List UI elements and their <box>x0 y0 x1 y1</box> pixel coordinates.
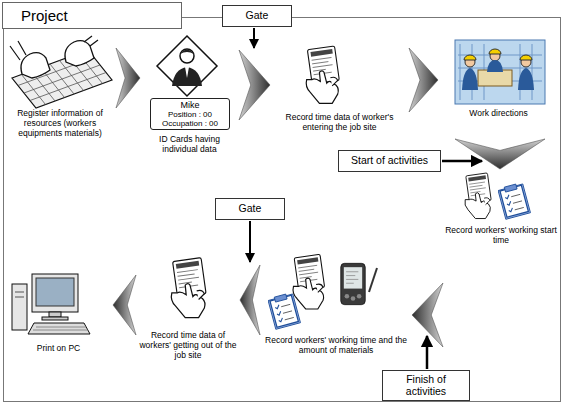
pointer-arrow <box>253 28 255 48</box>
card-field: Position : 00 <box>168 110 212 119</box>
step-caption: ID Cards having individual data <box>142 134 237 154</box>
label-box: Start of activities <box>338 150 441 172</box>
step-caption: Record time data of workers' getting out… <box>138 330 238 361</box>
process-step: Work directions <box>440 38 557 138</box>
box-label: Gate <box>246 10 269 22</box>
process-step: Record workers' working start time <box>445 170 557 252</box>
work-directions-picture <box>455 40 545 104</box>
process-step: Record time data of worker's entering th… <box>272 40 407 148</box>
flow-arrow <box>409 48 438 112</box>
step-caption: Record time data of worker's entering th… <box>272 112 407 132</box>
stylus <box>369 268 377 292</box>
frame-heading: Project <box>2 2 182 29</box>
process-step: Record time data of workers' getting out… <box>138 250 238 365</box>
pda-icon <box>341 263 365 304</box>
flow-arrow <box>240 265 260 335</box>
box-label: Start of activities <box>351 155 428 167</box>
label-box: Gate <box>215 198 285 220</box>
pc-icon <box>12 274 90 334</box>
step-caption: Record workers' working start time <box>445 225 557 245</box>
id-card-hand-icon <box>306 46 339 103</box>
card-field: Occupation : 00 <box>162 119 218 128</box>
flow-arrow <box>455 139 545 169</box>
process-step: ID Cards having individual data MikePosit… <box>142 38 237 158</box>
process-step: Register information of resources (worke… <box>6 38 114 143</box>
step-caption: Record workers' working time and the amo… <box>262 335 410 355</box>
process-step: Print on PC <box>6 268 111 368</box>
flow-arrow <box>113 275 136 335</box>
pointer-arrow <box>249 221 251 262</box>
id-card-hand-icon <box>171 258 206 318</box>
pointer-arrow <box>442 160 482 163</box>
process-step: Record workers' working time and the amo… <box>262 250 410 368</box>
card-field: Mike <box>180 100 199 110</box>
label-box: Gate <box>222 5 292 27</box>
flow-arrow <box>239 50 270 120</box>
box-label: Gate <box>239 203 262 215</box>
project-frame: ProjectRegister information of resources… <box>3 17 561 402</box>
flow-arrow <box>116 48 140 108</box>
checklist-icon <box>268 292 301 329</box>
id-card-hand-icon <box>293 254 325 309</box>
step-caption: Register information of resources (worke… <box>6 108 114 139</box>
id-card: MikePosition : 00Occupation : 00 <box>150 98 230 130</box>
box-label: Finish of activities <box>387 374 465 397</box>
label-box: Finish of activities <box>382 370 470 401</box>
id-card-hand-icon <box>465 173 491 219</box>
checklist-icon <box>498 182 531 219</box>
id-person-icon <box>157 36 217 96</box>
step-caption: Work directions <box>464 108 534 118</box>
keyboard-icon <box>10 36 112 108</box>
step-caption: Print on PC <box>6 343 111 353</box>
flow-arrow <box>412 283 443 347</box>
pointer-arrow <box>426 336 429 369</box>
